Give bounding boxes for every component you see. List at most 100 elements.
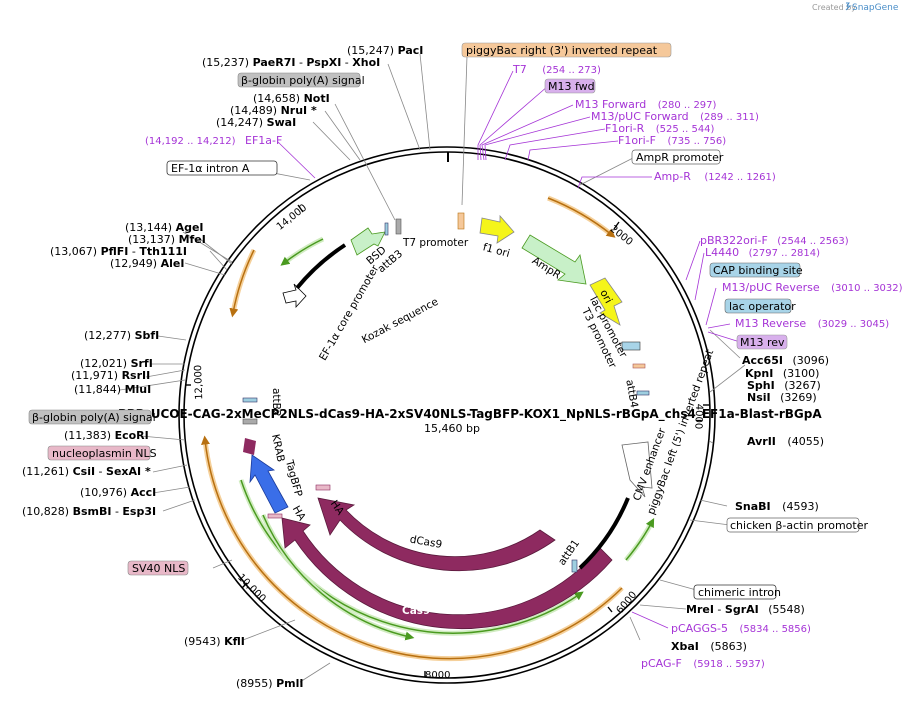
snapgene-logo-icon xyxy=(845,2,852,11)
svg-text:(13,144) AgeI: (13,144) AgeI xyxy=(125,221,204,234)
svg-text:chimeric intron: chimeric intron xyxy=(698,586,781,599)
svg-text:F1ori-F (735 .. 756): F1ori-F (735 .. 756) xyxy=(618,134,726,147)
svg-text:4000: 4000 xyxy=(692,404,704,430)
svg-text:AvrII (4055): AvrII (4055) xyxy=(747,435,824,448)
attb2-tick xyxy=(242,397,258,403)
svg-text:(15,247) PacI: (15,247) PacI xyxy=(347,44,423,57)
svg-text:EF-1α intron A: EF-1α intron A xyxy=(171,162,250,175)
bsd-tick xyxy=(384,222,389,236)
svg-text:SnaBI (4593): SnaBI (4593) xyxy=(735,500,819,513)
attb4-tick xyxy=(636,390,650,396)
svg-text:lac operator: lac operator xyxy=(729,300,796,313)
leader-lines xyxy=(119,53,746,683)
plasmid-name: PPB_UCOE-CAG-2xMeCP2NLS-dCas9-HA-2xSV40N… xyxy=(118,407,822,422)
ef1a-black-arc xyxy=(295,243,347,290)
labels-left: (13,144) AgeI (13,137) MfeI (13,067) Pfl… xyxy=(22,221,303,690)
ampr-arrow xyxy=(521,234,587,285)
svg-text:(10,828) BsmBI - Esp3I: (10,828) BsmBI - Esp3I xyxy=(22,505,156,518)
svg-text:T7 (254 .. 273): T7 (254 .. 273) xyxy=(512,63,601,76)
svg-text:f1 ori: f1 ori xyxy=(481,241,511,260)
credit-text: Created by xyxy=(812,3,856,12)
svg-text:KpnI (3100): KpnI (3100) xyxy=(745,367,819,380)
svg-text:nucleoplasmin NLS: nucleoplasmin NLS xyxy=(52,447,157,460)
svg-text:M13 rev: M13 rev xyxy=(740,336,785,349)
svg-text:chicken β-actin promoter: chicken β-actin promoter xyxy=(730,519,868,532)
svg-text:(9543) KflI: (9543) KflI xyxy=(184,635,245,648)
ef1a-core-promoter-arrow xyxy=(282,283,307,309)
cmv-black-arc xyxy=(578,497,630,570)
svg-text:(14,247) SwaI: (14,247) SwaI xyxy=(216,116,296,129)
svg-text:M13 Forward (280 .. 297): M13 Forward (280 .. 297) xyxy=(575,98,717,111)
svg-text:F1ori-R (525 .. 544): F1ori-R (525 .. 544) xyxy=(605,122,715,135)
svg-text:pCAGGS-5 (5834 .. 5856): pCAGGS-5 (5834 .. 5856) xyxy=(671,622,811,635)
svg-text:AmpR promoter: AmpR promoter xyxy=(636,151,724,164)
inner-features xyxy=(242,212,653,630)
ha-bar-1 xyxy=(315,484,331,491)
green-feature-tracks xyxy=(238,236,655,641)
svg-text:attB4: attB4 xyxy=(623,379,640,410)
ori-arrow xyxy=(589,277,623,326)
svg-text:(11,971) RsrII: (11,971) RsrII xyxy=(71,369,150,382)
svg-text:L4440 (2797 .. 2814): L4440 (2797 .. 2814) xyxy=(705,246,820,259)
svg-text:dCas9: dCas9 xyxy=(409,533,443,550)
svg-text:SphI (3267): SphI (3267) xyxy=(747,379,821,392)
svg-text:(11,844) MluI: (11,844) MluI xyxy=(74,383,151,396)
svg-text:(11,383) EcoRI: (11,383) EcoRI xyxy=(64,429,149,442)
tagbfp-arrow xyxy=(249,454,289,514)
svg-text:β-globin poly(A) signal: β-globin poly(A) signal xyxy=(32,411,156,424)
svg-text:MreI - SgrAI (5548): MreI - SgrAI (5548) xyxy=(686,603,805,616)
attb1-tick xyxy=(571,559,578,573)
cmv-enhancer-arrow xyxy=(621,441,653,498)
svg-text:(12,277) SbfI: (12,277) SbfI xyxy=(84,329,159,342)
ha-bar-2 xyxy=(267,513,283,519)
svg-text:M13 fwd: M13 fwd xyxy=(548,80,595,93)
attb4-bar xyxy=(632,363,646,369)
svg-text:M13/pUC Reverse (3010 .. 3032): M13/pUC Reverse (3010 .. 3032) xyxy=(722,281,903,294)
polya-bar xyxy=(242,418,258,425)
f1-ori-arrow xyxy=(479,214,515,244)
svg-text:XbaI (5863): XbaI (5863) xyxy=(671,640,747,653)
plasmid-length: 15,460 bp xyxy=(424,422,480,435)
orange-feature-tracks xyxy=(201,195,624,662)
svg-text:12,000: 12,000 xyxy=(193,365,205,400)
svg-text:10,000: 10,000 xyxy=(235,572,268,605)
piggybac-right-bar xyxy=(457,212,465,230)
dcas9-arrow xyxy=(317,497,556,572)
krab-block xyxy=(243,438,256,455)
svg-text:Kozak sequence: Kozak sequence xyxy=(360,296,440,346)
svg-text:(14,658) NotI: (14,658) NotI xyxy=(253,92,330,105)
svg-text:EF-1α core promoter: EF-1α core promoter xyxy=(317,262,382,362)
svg-text:Cas9: Cas9 xyxy=(402,605,430,617)
svg-text:(13,137) MfeI: (13,137) MfeI xyxy=(128,233,206,246)
svg-text:Acc65I (3096): Acc65I (3096) xyxy=(742,354,829,367)
svg-text:(14,489) NruI *: (14,489) NruI * xyxy=(230,104,317,117)
labels-top: (15,237) PaeR7I - PspXI - XhoI (15,247) … xyxy=(145,42,776,183)
lac-cluster xyxy=(621,341,641,351)
svg-text:SV40 NLS: SV40 NLS xyxy=(132,562,185,575)
backbone-ticks xyxy=(185,152,709,677)
svg-text:14,000: 14,000 xyxy=(275,203,309,233)
svg-text:KRAB: KRAB xyxy=(269,433,287,463)
labels-right: pBR322ori-F (2544 .. 2563) L4440 (2797 .… xyxy=(641,234,903,670)
svg-text:CAP binding site: CAP binding site xyxy=(713,264,803,277)
bsd-arrow xyxy=(350,227,386,256)
svg-text:β-globin poly(A) signal: β-globin poly(A) signal xyxy=(241,74,365,87)
svg-text:(13,067) PflFI - Tth111I: (13,067) PflFI - Tth111I xyxy=(50,245,187,258)
svg-text:attB1: attB1 xyxy=(556,538,582,568)
leader-lines-purple xyxy=(277,70,741,629)
svg-text:NsiI (3269): NsiI (3269) xyxy=(747,391,817,404)
svg-text:(14,192 .. 14,212) EF1a-F: (14,192 .. 14,212) EF1a-F xyxy=(145,134,282,147)
svg-text:(15,237) PaeR7I - PspXI - XhoI: (15,237) PaeR7I - PspXI - XhoI xyxy=(202,56,380,69)
svg-text:(10,976) AccI: (10,976) AccI xyxy=(80,486,156,499)
svg-text:M13 Reverse (3029 .. 3045): M13 Reverse (3029 .. 3045) xyxy=(735,317,889,330)
svg-text:pBR322ori-F (2544 .. 2563): pBR322ori-F (2544 .. 2563) xyxy=(700,234,849,247)
svg-text:T7 promoter: T7 promoter xyxy=(402,237,469,249)
svg-text:M13/pUC Forward (289 .. 311): M13/pUC Forward (289 .. 311) xyxy=(591,110,759,123)
svg-text:(8955) PmlI: (8955) PmlI xyxy=(236,677,303,690)
svg-text:attB2: attB2 xyxy=(270,388,282,417)
svg-text:TagBFP: TagBFP xyxy=(283,458,305,498)
svg-text:(12,949) AleI: (12,949) AleI xyxy=(110,257,184,270)
svg-text:8000: 8000 xyxy=(425,670,450,681)
cas9-arrow xyxy=(281,517,613,630)
